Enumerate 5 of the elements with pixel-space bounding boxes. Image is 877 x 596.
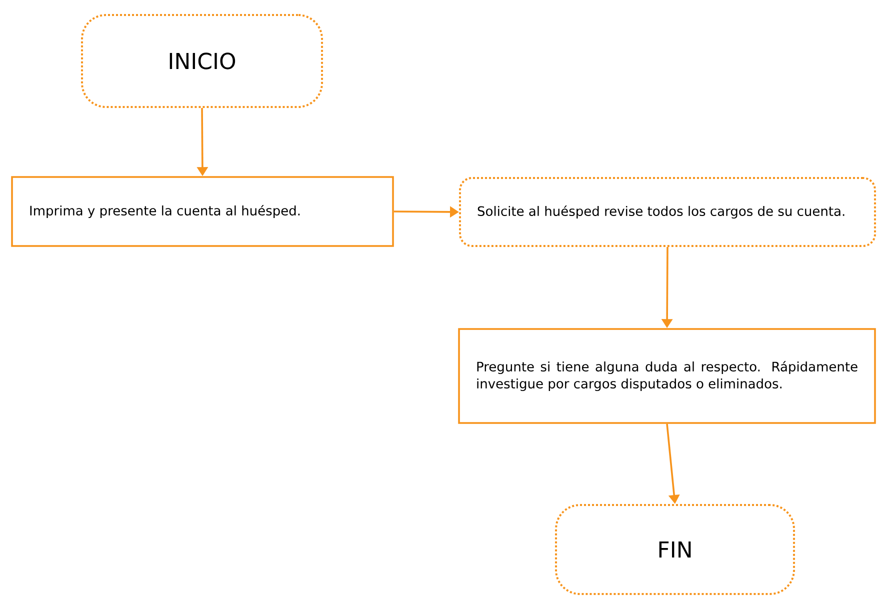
terminal-box: INICIO [81,14,323,108]
process-box: Solicite al huésped revise todos los cargos de su cuenta. [459,177,876,247]
terminal-box: FIN [555,504,795,595]
process-box: Imprima y presente la cuenta al huésped. [11,176,394,247]
process-box: Pregunte si tiene alguna duda al respecto. Rápidamente investigue por cargos disputados o eliminados. [458,328,876,424]
